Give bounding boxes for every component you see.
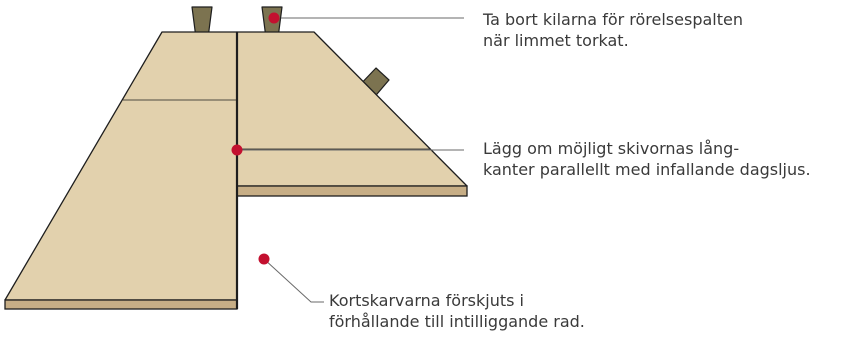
- left-board-row: [4, 31, 238, 301]
- callout-board-direction-line-1: Lägg om möjligt skivornas lång-: [483, 139, 740, 158]
- left-board-row-edge: [4, 299, 238, 310]
- callout-board-direction: Lägg om möjligt skivornas lång- kanter p…: [483, 138, 811, 180]
- right-board-row: [236, 31, 468, 187]
- marker-direction: [231, 144, 243, 156]
- leader-line-joints: [263, 258, 324, 303]
- marker-wedges: [268, 12, 280, 24]
- callout-board-direction-line-2: kanter parallellt med infallande dagslju…: [483, 160, 811, 179]
- right-board-row-edge: [236, 185, 468, 197]
- callout-staggered-joints-line-1: Kortskarvarna förskjuts i: [329, 291, 524, 310]
- marker-joints: [258, 253, 270, 265]
- callout-remove-wedges: Ta bort kilarna för rörelsespalten när l…: [483, 9, 743, 51]
- callout-remove-wedges-line-1: Ta bort kilarna för rörelsespalten: [483, 10, 743, 29]
- callout-staggered-joints: Kortskarvarna förskjuts i förhållande ti…: [329, 290, 585, 332]
- callout-staggered-joints-line-2: förhållande till intilliggande rad.: [329, 312, 585, 331]
- callout-remove-wedges-line-2: när limmet torkat.: [483, 31, 629, 50]
